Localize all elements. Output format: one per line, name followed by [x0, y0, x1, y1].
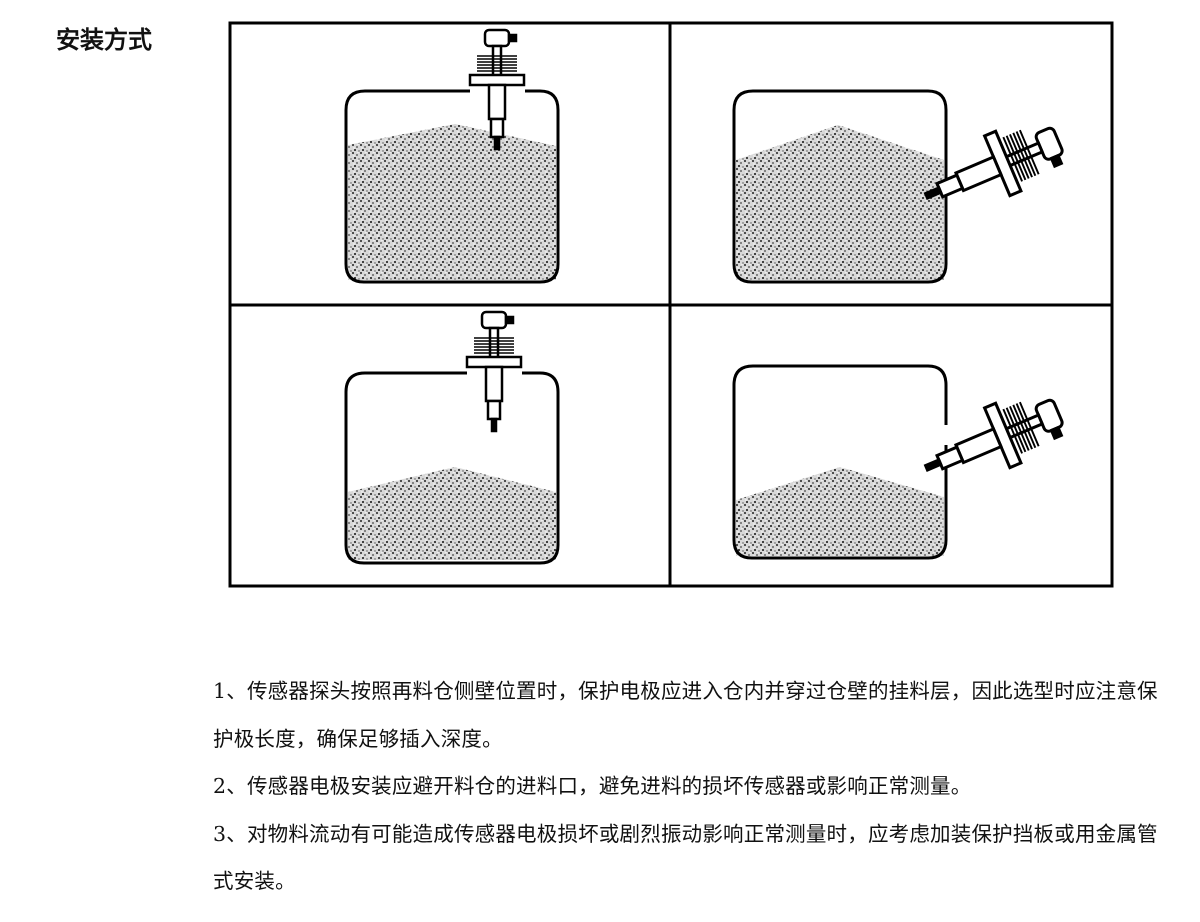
note-1: 1、传感器探头按照再料仓侧壁位置时，保护电极应进入仓内并穿过仓壁的挂料层，因此选…: [213, 679, 1158, 751]
material-fill: [736, 467, 944, 556]
note-3: 3、对物料流动有可能造成传感器电极损坏或剧烈振动影响正常测量时，应考虑加装保护挡…: [213, 821, 1158, 894]
silo-tank: [732, 364, 948, 560]
installation-notes: 1、传感器探头按照再料仓侧壁位置时，保护电极应进入仓内并穿过仓壁的挂料层，因此选…: [213, 668, 1173, 906]
section-title: 安装方式: [56, 26, 152, 54]
level-sensor-icon: [912, 380, 1073, 500]
panel-side-mount-low: [732, 364, 1073, 560]
note-2: 2、传感器电极安装应避开料仓的进料口，避免进料的损坏传感器或影响正常测量。: [213, 774, 972, 798]
installation-diagram: [228, 21, 1114, 588]
material-fill: [736, 125, 944, 280]
silo-tank: [732, 89, 948, 284]
panel-top-mount-high: [344, 28, 560, 284]
material-fill: [348, 467, 556, 560]
panel-top-mount-low: [344, 310, 560, 565]
silo-tank: [344, 89, 560, 284]
material-fill: [348, 124, 556, 280]
silo-tank: [344, 371, 560, 565]
level-sensor-icon: [465, 310, 523, 433]
panel-side-mount-high: [732, 89, 1073, 284]
